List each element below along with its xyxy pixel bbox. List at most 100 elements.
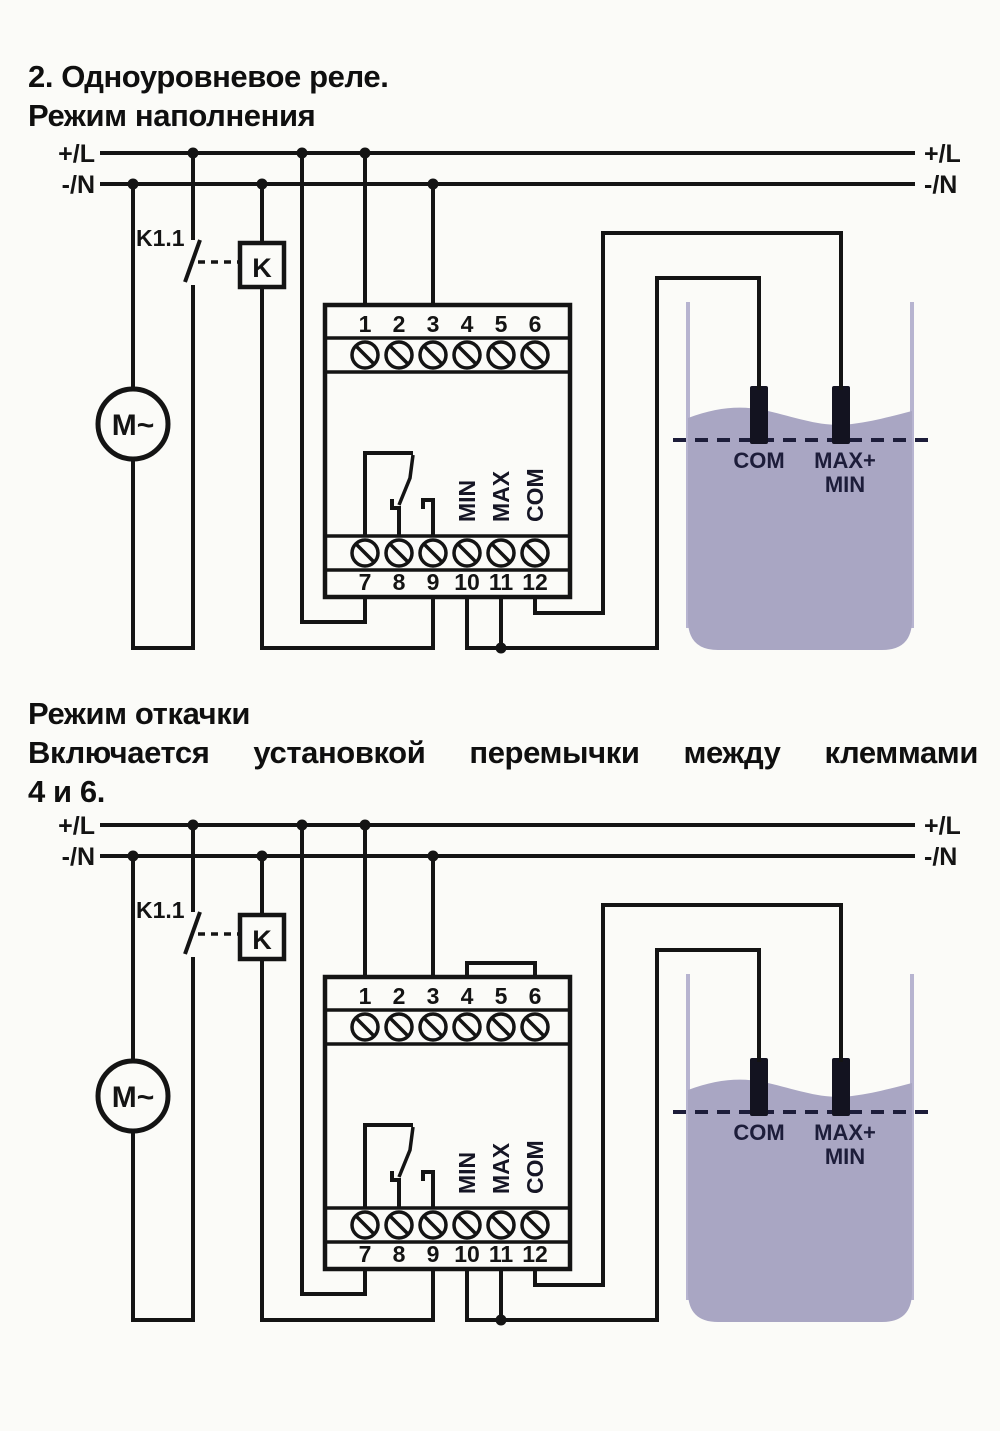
wire-terminal-10-to-com-electrode	[465, 276, 761, 650]
signal-label-min: MIN	[454, 480, 480, 522]
electrode-max-min-label-bottom: MIN	[825, 1144, 865, 1169]
screw-slot	[354, 1016, 376, 1038]
rail-negative-label-right: -/N	[924, 843, 957, 871]
wire-coil-to-terminal-9	[260, 960, 435, 1322]
terminal-number-top: 3	[427, 983, 440, 1009]
screw-terminal-icon	[384, 1210, 414, 1240]
wire-coil-to-terminal-9	[260, 288, 435, 650]
relay-internal-contact	[363, 1123, 435, 1208]
coil-box	[237, 240, 287, 290]
electrode-com-label: COM	[733, 1120, 784, 1145]
screw-slot	[490, 1214, 512, 1236]
rail-positive-label-right: +/L	[924, 140, 961, 168]
screw-slot	[524, 344, 546, 366]
screw-terminal-icon	[384, 538, 414, 568]
screw-circle	[384, 538, 414, 568]
coil-label: K	[252, 925, 272, 955]
terminal-number-bottom: 12	[522, 1241, 548, 1267]
screw-terminal-icon	[520, 1012, 550, 1042]
screw-terminal-icon	[486, 1012, 516, 1042]
wire-terminal-10-to-com-electrode	[465, 948, 761, 1322]
wire-motor-to-contact	[131, 285, 195, 650]
contact-k11-label: K1.1	[136, 225, 185, 251]
screw-slot	[490, 542, 512, 564]
screw-terminal-icon	[486, 1210, 516, 1240]
coil-label: K	[252, 253, 272, 283]
screw-circle	[486, 340, 516, 370]
wire-motor-to-contact	[131, 957, 195, 1322]
contact-pole-7	[363, 1123, 413, 1208]
screw-terminal-icon	[350, 340, 380, 370]
signal-label-com: COM	[522, 468, 548, 522]
terminal-number-top: 2	[393, 983, 406, 1009]
terminal-number-bottom: 7	[359, 1241, 372, 1267]
screw-circle	[350, 538, 380, 568]
junction-dot	[495, 1314, 507, 1326]
contact-k11-label: K1.1	[136, 897, 185, 923]
screw-circle	[520, 538, 550, 568]
contact-k11-blade	[183, 911, 202, 955]
screw-slot	[456, 1214, 478, 1236]
wiring	[127, 147, 843, 654]
contact-throw-8	[390, 499, 401, 536]
screw-slot	[456, 542, 478, 564]
pump-mode-note-line2: 4 и 6.	[28, 774, 105, 809]
rail-positive-label-left: +/L	[58, 812, 95, 840]
screw-slot	[524, 1214, 546, 1236]
junction-dot	[427, 850, 439, 862]
signal-label-max: MAX	[488, 1142, 514, 1194]
screw-slot	[456, 1016, 478, 1038]
junction-dot	[187, 147, 199, 159]
screw-circle	[486, 1012, 516, 1042]
wire-terminal-12-to-max-electrode	[533, 903, 843, 1287]
wire-positive-to-terminal-7	[300, 153, 367, 624]
coil-box	[237, 912, 287, 962]
motor-icon: M~	[95, 1058, 171, 1134]
screw-terminal-icon	[418, 538, 448, 568]
contact-throw-9	[421, 1170, 435, 1208]
terminal-number-top: 1	[359, 311, 372, 337]
screw-circle	[418, 340, 448, 370]
screw-slot	[354, 344, 376, 366]
fill-mode-subtitle: Режим наполнения	[28, 98, 316, 133]
section-pump-heading: Режим откачки Включается установкой пере…	[28, 694, 978, 811]
screw-terminal-icon	[384, 1012, 414, 1042]
electrode-com-label: COM	[733, 448, 784, 473]
junction-dot	[427, 178, 439, 190]
wiring	[127, 819, 843, 1326]
junction-dot	[256, 850, 268, 862]
screw-terminal-icon	[520, 538, 550, 568]
screw-circle	[350, 1210, 380, 1240]
screw-terminal-icon	[418, 340, 448, 370]
junction-dot	[359, 819, 371, 831]
terminal-number-bottom: 10	[454, 1241, 480, 1267]
screw-slot	[388, 1214, 410, 1236]
terminal-number-bottom: 7	[359, 569, 372, 595]
junction-dot	[256, 178, 268, 190]
contact-throw-9	[421, 498, 435, 536]
relay-internal-contact	[363, 451, 435, 536]
screw-circle	[486, 538, 516, 568]
rail-negative-label-left: -/N	[62, 171, 95, 199]
rail-positive-label-right: +/L	[924, 812, 961, 840]
terminal-number-bottom: 10	[454, 569, 480, 595]
screw-slot	[422, 542, 444, 564]
screw-circle	[384, 1210, 414, 1240]
screw-terminal-icon	[418, 1012, 448, 1042]
screw-circle	[384, 1012, 414, 1042]
jumper-terminals-4-6	[465, 961, 537, 977]
screw-circle	[384, 340, 414, 370]
screw-slot	[354, 542, 376, 564]
screw-circle	[452, 538, 482, 568]
terminal-number-top: 2	[393, 311, 406, 337]
terminal-number-top: 6	[529, 311, 542, 337]
screw-circle	[520, 1012, 550, 1042]
screw-slot	[388, 344, 410, 366]
screw-circle	[452, 1210, 482, 1240]
screw-slot	[388, 1016, 410, 1038]
